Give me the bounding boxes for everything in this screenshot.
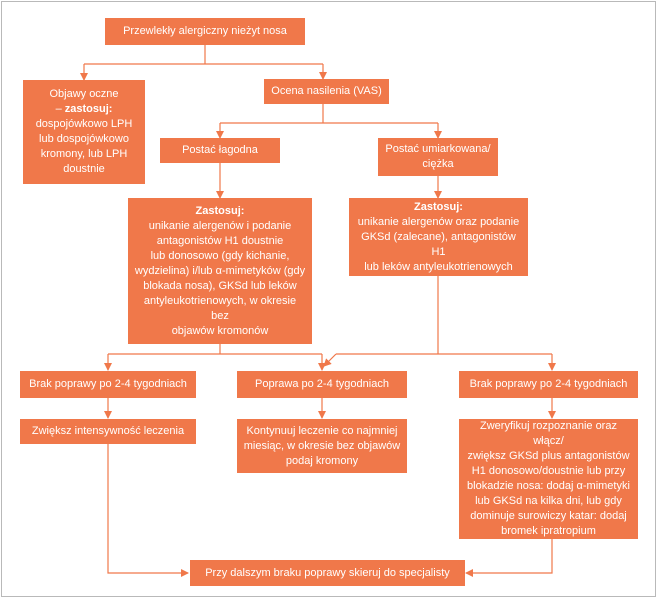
continue-line2: miesiąc, w okresie bez objawów xyxy=(243,439,401,452)
improvement-box: Poprawa po 2-4 tygodniach xyxy=(237,371,407,398)
mild-label: Postać łagodna xyxy=(182,144,258,156)
moderate-treatment-line1: unikanie alergenów oraz podanie xyxy=(357,215,520,228)
verify-line1: Zweryfikuj rozpoznanie oraz włącz/ xyxy=(480,420,617,447)
mild-treatment-line6: antyleukotrienowych, w okresie bez xyxy=(143,294,297,322)
mild-treatment-line3: lub donosowo (gdy kichanie, xyxy=(150,249,290,262)
continue-box: Kontynuuj leczenie co najmniej miesiąc, … xyxy=(237,419,407,473)
moderate-line1: Postać umiarkowana/ xyxy=(385,143,491,155)
eye-symptoms-line6: doustnie xyxy=(63,163,105,175)
eye-symptoms-line5: kromony, lub LPH xyxy=(40,148,128,160)
moderate-treatment-box: Zastosuj: unikanie alergenów oraz podani… xyxy=(349,198,528,276)
connector-intensify-to-specialist xyxy=(107,444,189,577)
continue-line3: podaj kromony xyxy=(285,454,359,467)
mild-box: Postać łagodna xyxy=(160,138,280,163)
intensify-label: Zwiększ intensywność leczenia xyxy=(31,425,185,437)
mild-treatment-heading: Zastosuj: xyxy=(195,204,245,217)
verify-line7: bromek ipratropium xyxy=(501,525,596,537)
connector-moderate-split xyxy=(336,276,552,355)
connector-mild-split xyxy=(108,344,322,355)
continue-line1: Kontynuuj leczenie co najmniej xyxy=(246,424,398,437)
moderate-treatment-line3: lub leków antyleukotrienowych xyxy=(364,260,513,273)
connector-verify-to-specialist xyxy=(465,539,553,577)
no-improvement-left-label: Brak poprawy po 2-4 tygodniach xyxy=(29,378,187,390)
improvement-label: Poprawa po 2-4 tygodniach xyxy=(255,378,389,390)
specialist-box: Przy dalszym braku poprawy skieruj do sp… xyxy=(190,560,465,586)
verify-line6: dominuje surowiczy katar: dodaj xyxy=(470,510,627,522)
moderate-box: Postać umiarkowana/ ciężka xyxy=(378,138,498,176)
moderate-treatment-line2: GKSd (zalecane), antagonistów H1 xyxy=(361,230,516,258)
moderate-treatment-heading: Zastosuj: xyxy=(414,200,463,213)
eye-symptoms-line1: Objawy oczne xyxy=(49,88,119,100)
eye-symptoms-apply: zastosuj: xyxy=(64,103,113,115)
verify-box: Zweryfikuj rozpoznanie oraz włącz/ zwięk… xyxy=(459,419,638,539)
eye-symptoms-line4: lub dospojówkowo xyxy=(39,133,129,145)
eye-symptoms-line3: dospojówkowo LPH xyxy=(35,118,133,130)
eye-symptoms-line2: – zastosuj: xyxy=(55,103,113,115)
specialist-label: Przy dalszym braku poprawy skieruj do sp… xyxy=(205,566,450,579)
mild-treatment-line7: objawów kromonów xyxy=(171,324,269,337)
vas-label: Ocena nasilenia (VAS) xyxy=(271,85,382,97)
moderate-line2: ciężka xyxy=(422,158,454,170)
verify-line2: zwiększ GKSd plus antagonistów xyxy=(467,450,630,462)
mild-treatment-line1: unikanie alergenów i podanie xyxy=(148,219,292,232)
mild-treatment-line4: wydzielina) i/lub α-mimetyków (gdy xyxy=(134,264,306,277)
connector-root-split xyxy=(84,45,323,65)
vas-box: Ocena nasilenia (VAS) xyxy=(264,79,389,104)
intensify-box: Zwiększ intensywność leczenia xyxy=(20,419,196,444)
connector-moderate-to-improvement xyxy=(323,353,337,367)
verify-line3: H1 donosowo/doustnie lub przy xyxy=(471,465,626,477)
root-box: Przewlekły alergiczny nieżyt nosa xyxy=(105,18,305,45)
mild-treatment-line2: antagonistów H1 doustnie xyxy=(156,234,284,247)
no-improvement-left-box: Brak poprawy po 2-4 tygodniach xyxy=(20,371,196,398)
connector-vas-split xyxy=(220,104,438,124)
mild-treatment-line5: blokada nosa), GKSd lub leków xyxy=(143,279,297,292)
verify-line4: blokadzie nosa: dodaj α-mimetyki xyxy=(467,480,630,492)
eye-symptoms-box: Objawy oczne – zastosuj: dospojówkowo LP… xyxy=(23,80,145,184)
no-improvement-right-box: Brak poprawy po 2-4 tygodniach xyxy=(459,371,638,398)
root-label: Przewlekły alergiczny nieżyt nosa xyxy=(123,25,287,37)
mild-treatment-box: Zastosuj: unikanie alergenów i podanie a… xyxy=(128,198,312,344)
no-improvement-right-label: Brak poprawy po 2-4 tygodniach xyxy=(469,378,628,390)
verify-line5: lub GKSd na kilka dni, lub gdy xyxy=(475,495,622,507)
